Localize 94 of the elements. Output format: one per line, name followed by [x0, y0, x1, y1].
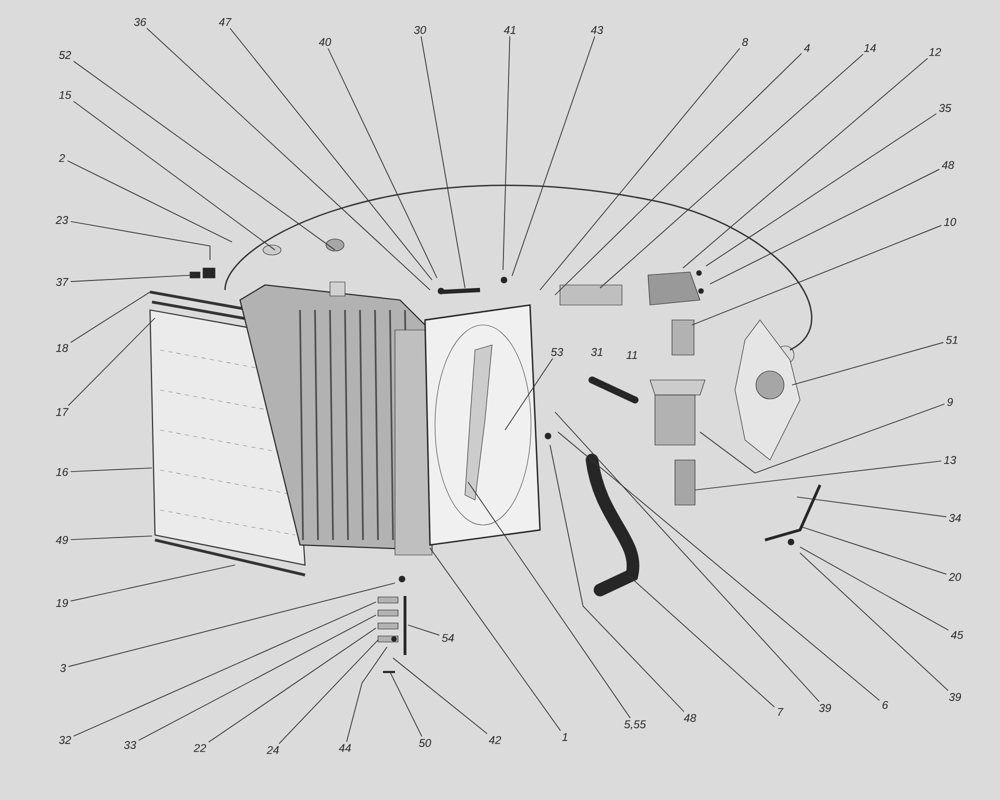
leader-line — [73, 100, 276, 250]
callout-number: 14 — [864, 44, 876, 52]
callout-number: 48 — [942, 161, 954, 169]
callout-number: 30 — [414, 26, 426, 34]
callout-number: 15 — [59, 91, 72, 99]
leader-line — [70, 292, 150, 343]
callout-number: 35 — [939, 104, 952, 112]
callout-number: 17 — [56, 408, 69, 416]
callout-number: 24 — [266, 746, 279, 754]
leader-line — [67, 160, 232, 242]
leader-line — [710, 168, 940, 284]
callout-number: 31 — [591, 348, 602, 356]
callout-number: 52 — [59, 51, 72, 59]
callout-number: 22 — [194, 744, 206, 752]
leader-line — [800, 546, 949, 631]
leader-line — [694, 460, 942, 490]
callout-number: 18 — [56, 344, 68, 352]
callout-number: 51 — [946, 336, 958, 344]
leader-line — [278, 640, 378, 744]
callout-number: 39 — [819, 704, 832, 712]
leader-line — [408, 624, 440, 636]
callout-number: 47 — [218, 18, 232, 26]
leader-line — [540, 48, 740, 290]
callout-number: 40 — [318, 38, 332, 46]
callout-number: 33 — [124, 741, 136, 749]
callout-number: 7 — [778, 708, 784, 716]
leader-line — [692, 225, 942, 326]
leader-line — [328, 48, 438, 278]
leader-line — [346, 646, 388, 742]
leader-line — [468, 482, 631, 718]
callout-number: 9 — [947, 398, 953, 406]
leader-line — [512, 36, 596, 276]
leader-line — [554, 52, 802, 296]
callout-number: 2 — [58, 154, 65, 162]
leader-line — [146, 28, 430, 290]
callout-number: 48 — [684, 714, 696, 722]
callout-number: 11 — [626, 351, 637, 359]
leader-line — [390, 672, 422, 738]
callout-number: 53 — [551, 348, 564, 356]
leader-line — [70, 536, 152, 540]
callout-number: 49 — [56, 536, 68, 544]
leader-line — [73, 602, 376, 737]
leader-line — [558, 432, 880, 701]
leader-line — [796, 496, 947, 518]
leader-line — [802, 526, 947, 575]
callout-number: 1 — [562, 733, 568, 741]
callout-number: 50 — [419, 739, 432, 747]
leader-line — [230, 28, 432, 280]
leader-line — [392, 658, 488, 734]
leader-line — [682, 58, 928, 268]
callout-number: 34 — [949, 514, 961, 522]
callout-number: 44 — [338, 744, 351, 752]
callout-number: 6 — [882, 701, 888, 709]
callout-number: 13 — [944, 456, 956, 464]
leader-line — [502, 36, 510, 270]
leader-line — [70, 468, 152, 472]
leader-line — [430, 548, 561, 732]
callout-number: 37 — [56, 278, 69, 286]
leader-line — [68, 318, 156, 406]
callout-number: 54 — [442, 634, 454, 642]
callout-number: 20 — [948, 573, 962, 581]
leader-line — [550, 444, 684, 712]
leader-line — [792, 342, 944, 386]
callout-number: 32 — [59, 736, 72, 744]
leader-line — [70, 274, 196, 282]
leader-line — [504, 358, 554, 430]
callout-number: 23 — [56, 216, 68, 224]
callout-number: 42 — [488, 736, 502, 744]
leader-line — [70, 221, 210, 260]
leader-line — [554, 412, 820, 702]
leader-line — [68, 582, 396, 667]
leader-line — [628, 574, 775, 708]
leader-line — [420, 36, 466, 288]
callout-number: 19 — [56, 599, 68, 607]
callout-number: 43 — [590, 26, 604, 34]
leader-line — [208, 628, 376, 743]
callout-number: 12 — [929, 48, 942, 56]
callout-number: 45 — [950, 631, 964, 639]
callout-number: 10 — [944, 218, 956, 226]
leader-line — [73, 60, 336, 250]
callout-number: 5,55 — [624, 720, 646, 730]
leader-line — [800, 552, 949, 692]
callout-number: 3 — [60, 664, 66, 672]
leader-line — [706, 113, 937, 266]
leader-line — [700, 404, 945, 474]
callout-number: 4 — [804, 44, 810, 52]
callout-number: 8 — [742, 38, 748, 46]
leader-line — [138, 614, 376, 741]
leader-line — [70, 564, 236, 602]
callout-number: 41 — [504, 26, 516, 34]
callout-number: 36 — [134, 18, 146, 26]
callout-number: 39 — [949, 693, 962, 701]
leader-line — [600, 54, 864, 288]
callout-number: 16 — [56, 468, 68, 476]
